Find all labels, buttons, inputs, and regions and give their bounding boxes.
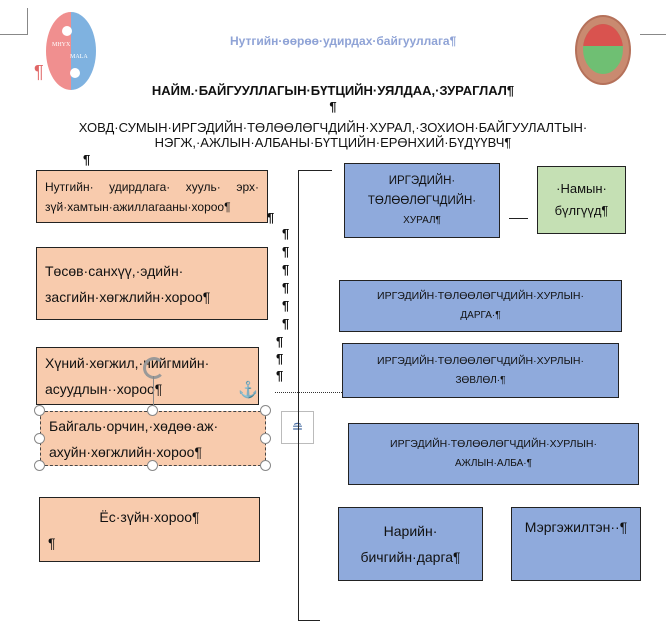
box-text: ИРГЭДИЙН·ТӨЛӨӨЛӨГЧДИЙН·ХУРЛЫН· [377,290,584,302]
box-text: ИРГЭДИЙН·ТӨЛӨӨЛӨГЧДИЙН·ХУРЛЫН· [390,438,597,450]
logo-text: MHYX [52,42,71,48]
box-text: Байгаль·орчин,·хөдөө·аж· [49,417,219,434]
logo-text: MALA [70,54,88,60]
box-text: бичгийн·дарга¶ [360,549,461,565]
box-text: ИРГЭДИЙН· [388,174,456,187]
box-text: зүй·хамтын·ажиллагааны·хороо¶ [45,199,231,214]
box-text: асуудлын··хороо¶ [45,381,163,397]
rotate-handle-stem [153,376,154,411]
rotate-handle-icon[interactable] [143,357,165,379]
pilcrow: ¶ [267,210,275,225]
pilcrow: ¶ [282,244,290,259]
box-text: Ёс·зүйн·хороо¶ [99,508,200,525]
secretary-box[interactable]: Нарийн· бичгийн·дарга¶ [338,507,483,581]
resize-handle[interactable] [260,433,271,444]
pilcrow: ¶ [83,152,91,167]
pilcrow: ¶ [282,226,290,241]
anchor-icon: ⚓ [238,382,258,399]
bracket-line [298,170,332,172]
pilcrow: ¶ [282,262,290,277]
left-logo: MHYX MALA [46,12,96,90]
board-box[interactable]: ИРГЭДИЙН·ТӨЛӨӨЛӨГЧДИЙН·ХУРЛЫН· ЗӨВЛӨЛ·¶ [342,343,619,398]
box-text: Нутгийн· удирдлага· хууль· эрх· [45,179,259,194]
box-text: Хүний·хөгжил,·нийгмийн· [45,355,210,371]
resize-handle[interactable] [260,460,271,471]
pilcrow: ¶ [34,62,44,82]
committee-box-social[interactable]: Хүний·хөгжил,·нийгмийн· асуудлын··хороо¶ [36,347,259,405]
resize-handle[interactable] [260,405,271,416]
box-text: бүлгүүд¶ [554,203,609,218]
specialist-box[interactable]: Мэргэжилтэн··¶ [511,507,641,581]
pilcrow: ¶ [282,316,290,331]
box-text: ·Намын· [556,181,607,196]
committee-box-legal[interactable]: Нутгийн· удирдлага· хууль· эрх· зүй·хамт… [36,170,268,223]
pilcrow: ¶ [276,368,284,383]
right-logo [575,15,631,85]
box-text: ¶ [48,534,56,551]
committee-box-environment[interactable]: Байгаль·орчин,·хөдөө·аж· ахуйн·хөгжлийн·… [40,411,266,466]
resize-handle[interactable] [34,405,45,416]
box-text: ХУРАЛ¶ [403,214,441,226]
anchor-dotted-line [275,392,342,393]
pilcrow: ¶ [282,280,290,295]
org-name: Нутгийн·өөрөө·удирдах·байгууллага¶ [230,34,457,48]
box-text: ИРГЭДИЙН·ТӨЛӨӨЛӨГЧДИЙН·ХУРЛЫН· [377,354,584,367]
committee-box-ethics[interactable]: Ёс·зүйн·хороо¶ ¶ [39,497,260,562]
subtitle-line: ХОВД·СУМЫН·ИРГЭДИЙН·ТӨЛӨӨЛӨГЧДИЙН·ХУРАЛ,… [78,120,588,135]
box-text: АЖЛЫН·АЛБА·¶ [454,458,533,469]
resize-handle[interactable] [34,433,45,444]
corner-mark [0,34,28,35]
pilcrow: ¶ [282,298,290,313]
box-text: ахуйн·хөгжлийн·хороо¶ [49,443,202,460]
bracket-line [298,620,320,622]
box-text: ТӨЛӨӨЛӨГЧДИЙН· [367,194,477,207]
chair-box[interactable]: ИРГЭДИЙН·ТӨЛӨӨЛӨГЧДИЙН·ХУРЛЫН· ДАРГА·¶ [339,280,622,332]
council-box[interactable]: ИРГЭДИЙН· ТӨЛӨӨЛӨГЧДИЙН· ХУРАЛ¶ [344,163,500,238]
parties-box[interactable]: ·Намын· бүлгүүд¶ [537,166,626,234]
pilcrow: ¶ [276,334,284,349]
box-text: засгийн·хөгжлийн·хороо¶ [45,288,211,305]
pilcrow: ¶ [276,351,284,366]
committee-box-budget[interactable]: Төсөв·санхүү,·эдийн· засгийн·хөгжлийн·хо… [36,247,268,320]
blank-paragraph: ¶ [329,99,337,114]
corner-mark [27,8,28,35]
subtitle-line: НЭГЖ,·АЖЛЫН·АЛБАНЫ·БҮТЦИЙН·ЕРӨНХИЙ·БҮДҮҮ… [154,135,512,150]
connector-line [509,218,528,220]
resize-handle[interactable] [147,405,158,416]
corner-mark [640,34,666,35]
box-text: Төсөв·санхүү,·эдийн· [45,262,184,279]
resize-handle[interactable] [147,460,158,471]
document-title: НАЙМ.·БАЙГУУЛЛАГЫН·БҮТЦИЙН·УЯЛДАА,·ЗУРАГ… [151,83,515,98]
box-text: ДАРГА·¶ [460,310,501,321]
box-text: Мэргэжилтэн··¶ [524,519,628,535]
layout-options-button[interactable]: ≘ [281,411,314,444]
office-box[interactable]: ИРГЭДИЙН·ТӨЛӨӨЛӨГЧДИЙН·ХУРЛЫН· АЖЛЫН·АЛБ… [348,423,639,485]
box-text: ЗӨВЛӨЛ·¶ [455,374,506,386]
resize-handle[interactable] [34,460,45,471]
bracket-line [298,170,300,620]
box-text: Нарийн· [383,523,438,539]
